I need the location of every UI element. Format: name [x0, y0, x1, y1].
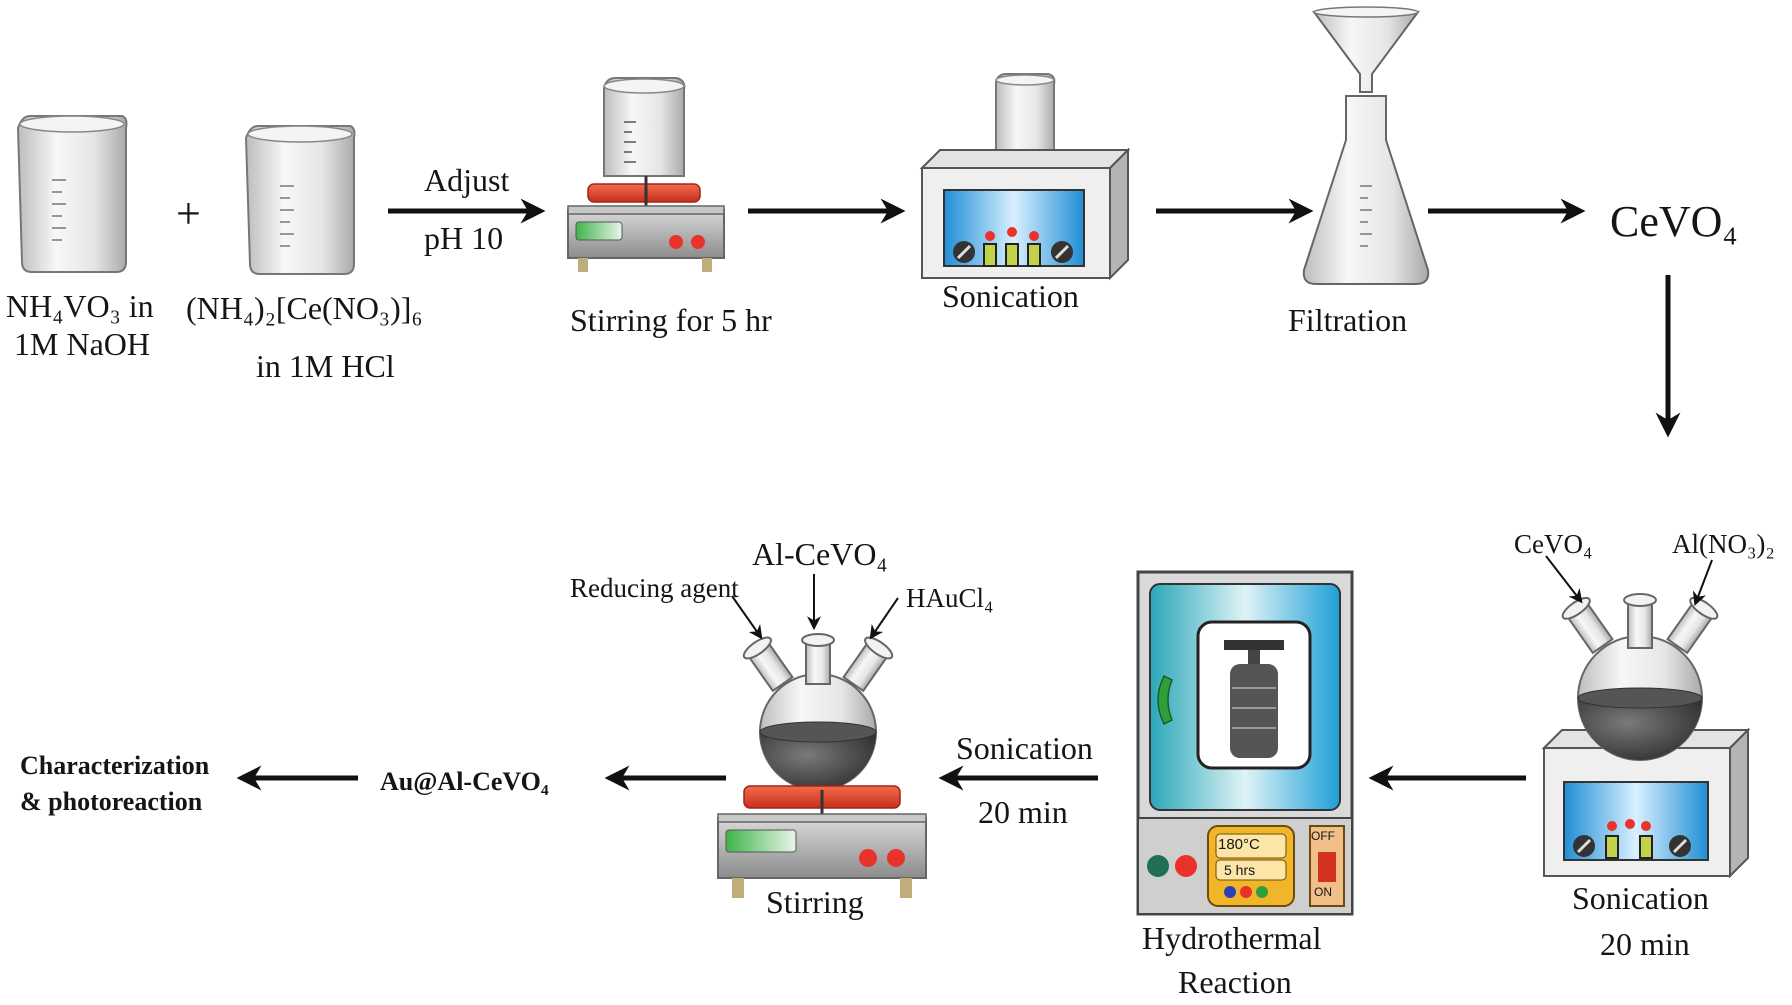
label-characterization-line1: Characterization: [20, 751, 210, 780]
ultrasonic-bath-icon: [919, 73, 1131, 281]
label-hydrothermal-line1: Hydrothermal: [1142, 920, 1322, 956]
label-characterization-line2: & photoreaction: [20, 787, 203, 816]
hotplate-stirrer-icon: [567, 77, 725, 272]
plus-sign: +: [176, 189, 201, 238]
label-sonication-20min-line2: 20 min: [1600, 926, 1690, 962]
label-cevo4-input: CeVO₄: [1514, 529, 1593, 559]
label-al-nitrate: Al(NO₃)₂: [1672, 529, 1775, 559]
label-sonication-20min-line1: Sonication: [1572, 880, 1709, 916]
label-reducing-agent: Reducing agent: [570, 573, 739, 603]
label-nh4vo3-line1: NH₄VO₃ in: [6, 288, 154, 324]
label-stirring: Stirring: [766, 884, 864, 920]
oven-time-readout: 5 hrs: [1224, 862, 1256, 878]
label-sonication-step3-line1: Sonication: [956, 730, 1093, 766]
label-filtration: Filtration: [1288, 302, 1408, 338]
beaker-nh4vo3-icon: [16, 115, 128, 273]
label-stirring-5hr: Stirring for 5 hr: [570, 302, 772, 338]
label-sonication: Sonication: [942, 278, 1079, 314]
hydrothermal-oven-icon: [1136, 570, 1354, 916]
three-neck-flask-stirrer-icon: [717, 574, 927, 898]
label-au-al-cevo4: Au@Al-CeVO₄: [380, 767, 549, 796]
label-hydrothermal-line2: Reaction: [1178, 964, 1292, 1000]
label-al-cevo4: Al-CeVO₄: [752, 536, 888, 572]
label-cevo4-product: CeVO₄: [1610, 197, 1738, 246]
oven-temperature-readout: 180°C: [1218, 836, 1260, 853]
label-adjust: Adjust: [424, 162, 510, 198]
label-cerium-line1: (NH₄)₂[Ce(NO₃)]₆: [186, 290, 423, 326]
oven-off-label: OFF: [1311, 829, 1335, 843]
filtration-flask-icon: [1302, 6, 1430, 285]
label-sonication-step3-line2: 20 min: [978, 794, 1068, 830]
label-haucl4: HAuCl₄: [906, 583, 994, 613]
oven-on-label: ON: [1314, 885, 1332, 899]
beaker-cerium-nitrate-icon: [244, 125, 356, 275]
label-nh4vo3-line2: 1M NaOH: [14, 326, 150, 362]
three-neck-flask-sonication-icon: [1541, 555, 1751, 879]
label-ph10: pH 10: [424, 220, 504, 256]
label-cerium-line2: in 1M HCl: [256, 348, 395, 384]
